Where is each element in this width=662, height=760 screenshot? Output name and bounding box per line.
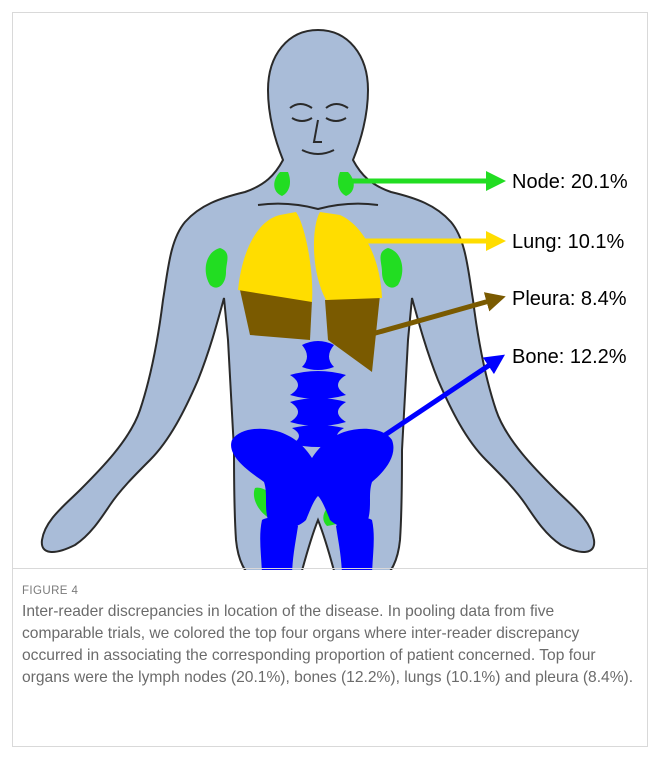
figure-caption: FIGURE 4 Inter-reader discrepancies in l… (12, 568, 648, 689)
bone-label: Bone: 12.2% (512, 346, 627, 368)
lung-label: Lung: 10.1% (512, 231, 625, 253)
femur-left (260, 518, 298, 570)
pleura-label: Pleura: 8.4% (512, 288, 627, 310)
node-label: Node: 20.1% (512, 171, 628, 193)
body-diagram: Node: 20.1% Lung: 10.1% Pleura: 8.4% Bon… (0, 0, 662, 570)
figure-number: FIGURE 4 (22, 585, 638, 597)
caption-text: Inter-reader discrepancies in location o… (22, 601, 638, 689)
femur-right (336, 518, 374, 570)
